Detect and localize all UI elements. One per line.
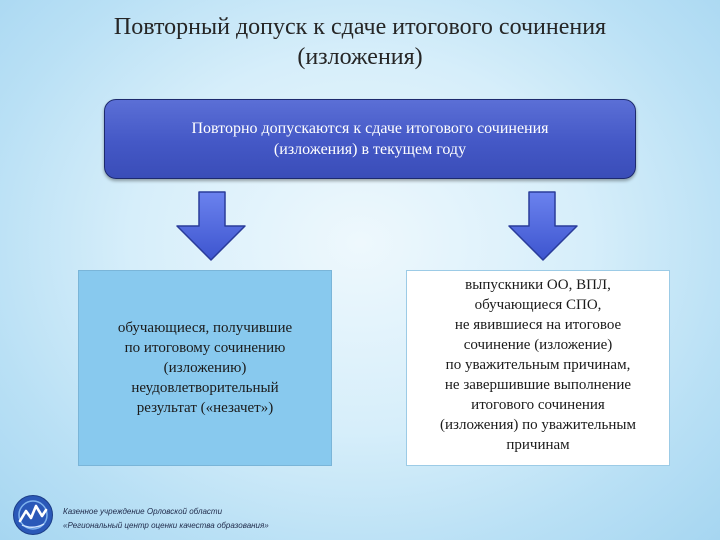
slide-title-line1: Повторный допуск к сдаче итогового сочин… [113, 14, 607, 40]
left-line: по итоговому сочинению [124, 340, 286, 356]
right-line: итогового сочинения [471, 397, 605, 413]
right-line: обучающиеся СПО, [474, 297, 602, 313]
left-line: (изложению) [163, 360, 247, 376]
right-line: не явившиеся на итоговое [454, 317, 622, 333]
right-line: выпускники ОО, ВПЛ, [465, 277, 611, 293]
org-line1: Казенное учреждение Орловской области [63, 507, 223, 516]
right-line: (изложения) по уважительным [440, 417, 636, 433]
rcoko-logo-icon [13, 495, 53, 535]
right-category-text: выпускники ОО, ВПЛ, обучающиеся СПО, не … [408, 275, 668, 455]
top-statement-text: Повторно допускаются к сдаче итогового с… [130, 118, 610, 160]
left-line: результат («незачет») [136, 400, 274, 416]
right-line: причинам [506, 437, 570, 453]
top-statement-line1: Повторно допускаются к сдаче итогового с… [191, 120, 549, 137]
slide-title: Повторный допуск к сдаче итогового сочин… [20, 12, 700, 72]
slide-title-line2: (изложения) [297, 44, 423, 70]
right-line: сочинение (изложение) [463, 337, 613, 353]
right-category-panel: выпускники ОО, ВПЛ, обучающиеся СПО, не … [406, 270, 670, 466]
right-line: не завершившие выполнение [444, 377, 632, 393]
arrow-down-left-icon [176, 191, 246, 261]
organization-caption: Казенное учреждение Орловской области «Р… [63, 505, 269, 533]
top-statement-box: Повторно допускаются к сдаче итогового с… [104, 99, 636, 179]
left-category-panel: обучающиеся, получившие по итоговому соч… [78, 270, 332, 466]
arrow-down-right-icon [508, 191, 578, 261]
right-line: по уважительным причинам, [445, 357, 631, 373]
left-line: неудовлетворительный [131, 380, 279, 396]
left-line: обучающиеся, получившие [117, 320, 293, 336]
top-statement-line2: (изложения) в текущем году [273, 141, 467, 158]
org-line2: «Региональный центр оценки качества обра… [63, 521, 269, 530]
left-category-text: обучающиеся, получившие по итоговому соч… [85, 318, 325, 418]
